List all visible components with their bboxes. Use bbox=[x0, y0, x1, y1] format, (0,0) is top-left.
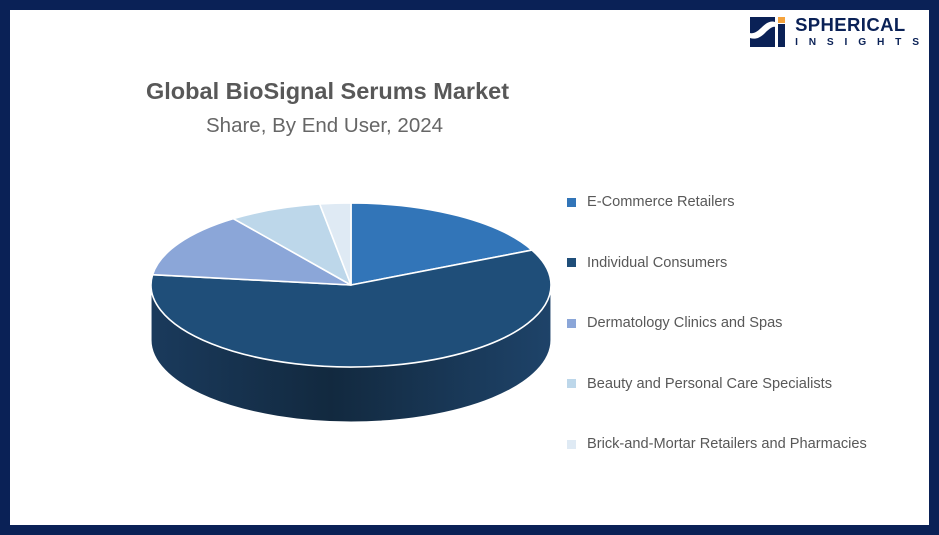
pie-top-faces bbox=[150, 202, 552, 368]
logo-wordmark: SPHERICAL I N S I G H T S bbox=[795, 16, 923, 48]
pie-slice[interactable] bbox=[350, 202, 533, 286]
chart-title: Global BioSignal Serums Market bbox=[146, 78, 510, 104]
logo-subtitle: I N S I G H T S bbox=[795, 36, 923, 48]
legend-item-individual-consumers[interactable]: Individual Consumers bbox=[567, 233, 927, 294]
legend-swatch-icon bbox=[567, 197, 576, 207]
legend-swatch-icon bbox=[567, 258, 576, 268]
legend-label: Brick-and-Mortar Retailers and Pharmacie… bbox=[587, 436, 867, 453]
legend-item-dermatology-clinics-and-spas[interactable]: Dermatology Clinics and Spas bbox=[567, 293, 927, 354]
legend-swatch-icon bbox=[567, 318, 576, 328]
legend-label: Dermatology Clinics and Spas bbox=[587, 315, 783, 332]
legend-swatch-icon bbox=[567, 439, 576, 449]
logo-title: SPHERICAL bbox=[795, 14, 906, 36]
legend-label: Individual Consumers bbox=[587, 254, 728, 271]
pie-slice[interactable] bbox=[151, 217, 352, 286]
pie-chart-svg bbox=[150, 202, 552, 423]
pie-slice[interactable] bbox=[318, 202, 352, 286]
legend-item-brick-and-mortar-retailers-and-pharmacies[interactable]: Brick-and-Mortar Retailers and Pharmacie… bbox=[567, 414, 927, 475]
legend-label: Beauty and Personal Care Specialists bbox=[587, 375, 832, 392]
pie-chart bbox=[140, 180, 570, 460]
spherical-insights-logo-icon bbox=[750, 13, 788, 51]
legend-swatch-icon bbox=[567, 379, 576, 389]
chart-subtitle: Share, By End User, 2024 bbox=[206, 114, 444, 137]
chart-legend: E-Commerce Retailers Individual Consumer… bbox=[567, 172, 927, 475]
brand-logo: SPHERICAL I N S I G H T S bbox=[750, 13, 923, 51]
legend-label: E-Commerce Retailers bbox=[587, 194, 735, 211]
legend-item-e-commerce-retailers[interactable]: E-Commerce Retailers bbox=[567, 172, 927, 233]
legend-item-beauty-and-personal-care-specialists[interactable]: Beauty and Personal Care Specialists bbox=[567, 354, 927, 415]
pie-slice[interactable] bbox=[150, 249, 552, 368]
